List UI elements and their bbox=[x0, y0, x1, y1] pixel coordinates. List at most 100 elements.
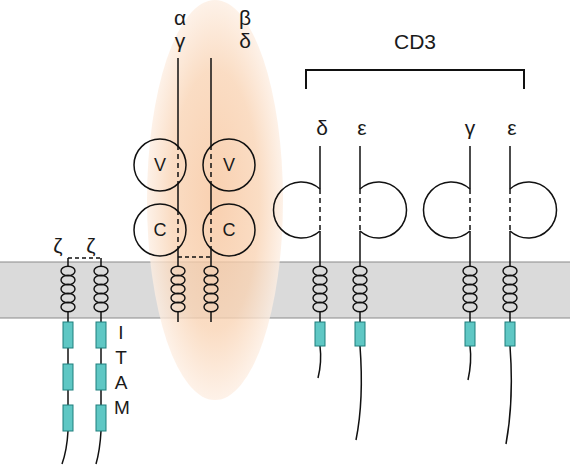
domain-circle bbox=[203, 139, 255, 191]
motif-label: I T A M bbox=[114, 320, 128, 420]
transmembrane-helix bbox=[463, 266, 477, 312]
cd3-chain bbox=[509, 312, 511, 322]
disulfide-loop bbox=[210, 145, 212, 185]
zeta-chain bbox=[96, 431, 101, 464]
domain-label: C bbox=[133, 219, 187, 241]
ig-domain bbox=[273, 182, 320, 238]
disulfide-loop bbox=[210, 210, 212, 250]
disulfide-loop bbox=[509, 189, 511, 231]
chain-label: β δ bbox=[237, 6, 253, 52]
itam-box bbox=[355, 322, 365, 346]
tcr-ellipse bbox=[147, 0, 283, 400]
tcr-chain bbox=[177, 250, 179, 266]
cd3-chain bbox=[506, 346, 511, 444]
cd3-chain bbox=[319, 231, 321, 266]
itam-box bbox=[63, 322, 73, 348]
zeta-chain bbox=[67, 348, 69, 364]
transmembrane-helix bbox=[61, 266, 75, 312]
cd3-chain bbox=[469, 312, 471, 322]
zeta-chain bbox=[100, 258, 102, 266]
cd3-chain bbox=[509, 231, 511, 266]
cell-membrane bbox=[0, 262, 570, 318]
domain-circle bbox=[134, 139, 186, 191]
cd3-chain bbox=[509, 146, 511, 189]
zeta-chain bbox=[100, 390, 102, 405]
disulfide-loop bbox=[177, 145, 179, 185]
chain-label: α γ bbox=[172, 6, 188, 52]
ig-domain bbox=[423, 182, 470, 238]
complex-label: CD3 bbox=[380, 30, 450, 54]
membrane-edge bbox=[0, 261, 570, 262]
zeta-chain bbox=[100, 312, 102, 322]
ig-domain bbox=[360, 182, 407, 238]
disulfide-bond bbox=[68, 257, 101, 259]
disulfide-loop bbox=[319, 189, 321, 231]
tcr-chain bbox=[177, 58, 179, 145]
disulfide-loop bbox=[469, 189, 471, 231]
tcr-chain bbox=[210, 250, 212, 266]
itam-box bbox=[96, 405, 106, 431]
chain-label: ε bbox=[497, 116, 527, 140]
ig-domain: C bbox=[202, 203, 256, 257]
cd3-chain bbox=[318, 346, 321, 378]
zeta-chain bbox=[67, 312, 69, 322]
ig-domain bbox=[510, 182, 557, 238]
cd3-chain bbox=[359, 146, 361, 189]
cd3-chain bbox=[359, 312, 361, 322]
domain-circle bbox=[203, 204, 255, 256]
ig-domain: V bbox=[133, 138, 187, 192]
tcr-complex: α γβ δVVCC bbox=[147, 0, 283, 400]
chain-label: ε bbox=[347, 116, 377, 140]
cd3-chain bbox=[319, 146, 321, 189]
itam-box bbox=[465, 322, 475, 346]
transmembrane-helix bbox=[503, 266, 517, 312]
chain-label: γ bbox=[455, 116, 485, 140]
transmembrane-helix bbox=[204, 266, 218, 312]
zeta-chain bbox=[100, 348, 102, 364]
cd3-chain bbox=[356, 346, 361, 440]
transmembrane-helix bbox=[94, 266, 108, 312]
itam-box bbox=[315, 322, 325, 346]
membrane-edge bbox=[0, 317, 570, 318]
cd3-chain bbox=[319, 312, 321, 322]
tcr-chain bbox=[177, 312, 179, 322]
itam-box bbox=[63, 405, 73, 431]
disulfide-loop bbox=[359, 189, 361, 231]
tcr-chain bbox=[177, 185, 179, 210]
ig-domain: V bbox=[202, 138, 256, 192]
tcr-chain bbox=[210, 185, 212, 210]
zeta-chain bbox=[67, 258, 69, 266]
itam-box bbox=[505, 322, 515, 346]
transmembrane-helix bbox=[171, 266, 185, 312]
domain-circle bbox=[134, 204, 186, 256]
itam-box bbox=[63, 364, 73, 390]
cd3-chain bbox=[469, 231, 471, 266]
tcr-chain bbox=[210, 58, 212, 145]
tcr-outline bbox=[147, 0, 283, 400]
tcr-chain bbox=[210, 312, 212, 322]
disulfide-loop bbox=[177, 210, 179, 250]
cd3-chain bbox=[469, 146, 471, 189]
cd3-chain bbox=[468, 346, 471, 380]
chain-label: ζ bbox=[79, 234, 103, 258]
chain-label: δ bbox=[307, 116, 337, 140]
domain-label: V bbox=[202, 154, 256, 176]
transmembrane-helix bbox=[353, 266, 367, 312]
itam-box bbox=[96, 322, 106, 348]
zeta-chain bbox=[67, 390, 69, 405]
domain-label: V bbox=[133, 154, 187, 176]
domain-label: C bbox=[202, 219, 256, 241]
itam-box bbox=[96, 364, 106, 390]
chain-label: ζ bbox=[46, 234, 70, 258]
ig-domain: C bbox=[133, 203, 187, 257]
cd3-bracket bbox=[306, 70, 524, 89]
disulfide-bond bbox=[178, 256, 211, 258]
zeta-chain bbox=[62, 431, 68, 464]
transmembrane-helix bbox=[313, 266, 327, 312]
cd3-chain bbox=[359, 231, 361, 266]
